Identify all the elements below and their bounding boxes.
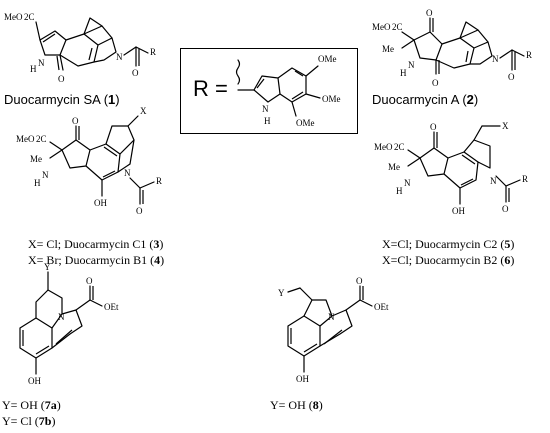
atom-o: O [86, 276, 93, 286]
atom-oet: OEt [374, 302, 389, 312]
substituent-ome-1: OMe [318, 54, 337, 64]
structure-duocarmycin-c2-b2: MeO 2C Me O N H X N R O OH [374, 121, 528, 216]
r-group-box [180, 48, 358, 134]
caption-7b: Y= Cl (7b) [2, 414, 56, 428]
atom-n: N [124, 168, 131, 178]
atom-n: N [492, 54, 499, 64]
structure-8: Y N O OEt OH [278, 276, 389, 384]
atom-n: N [404, 178, 411, 188]
atom-r: R [156, 176, 162, 186]
svg-text:2C: 2C [392, 22, 403, 32]
atom-oh: OH [28, 376, 41, 386]
atom-y: Y [44, 262, 51, 272]
structure-duocarmycin-sa: MeO 2C N H O N R O [4, 12, 156, 84]
atom-h: H [396, 186, 403, 196]
caption-8: Y= OH (8) [270, 398, 323, 412]
atom-meo2c: MeO [4, 12, 23, 22]
atom-n: N [58, 312, 65, 322]
rgroup-n: N [262, 104, 269, 114]
atom-n: N [328, 312, 335, 322]
r-group-label: R = [193, 76, 228, 101]
atom-me: Me [382, 44, 394, 54]
atom-n: N [116, 52, 123, 62]
atom-oh: OH [94, 198, 107, 208]
atom-o: O [508, 72, 515, 82]
caption-duocarmycin-b2: X=Cl; Duocarmycin B2 (6) [382, 253, 515, 267]
svg-text:2C: 2C [24, 12, 35, 22]
caption-duocarmycin-sa: Duocarmycin SA (1) [4, 92, 120, 107]
atom-o: O [432, 78, 439, 88]
substituent-ome-2: OMe [322, 94, 341, 104]
atom-h: H [34, 178, 41, 188]
atom-o: O [502, 204, 509, 214]
atom-oh: OH [296, 374, 309, 384]
atom-n: N [490, 176, 497, 186]
atom-meo2c: MeO [374, 142, 393, 152]
caption-7a: Y= OH (7a) [2, 398, 61, 412]
atom-o: O [426, 8, 433, 18]
caption-duocarmycin-c1: X= Cl; Duocarmycin C1 (3) [28, 237, 164, 251]
atom-meo2c: MeO [16, 134, 35, 144]
atom-o: O [132, 68, 139, 78]
atom-y: Y [278, 288, 285, 298]
caption-duocarmycin-c2: X=Cl; Duocarmycin C2 (5) [382, 237, 515, 251]
r-group-structure: OMe OMe OMe N H [235, 54, 341, 128]
atom-o: O [430, 122, 437, 132]
atom-r: R [522, 174, 528, 184]
atom-me: Me [30, 154, 42, 164]
substituent-ome-3: OMe [296, 118, 315, 128]
atom-r: R [526, 50, 532, 60]
atom-n: N [38, 58, 45, 68]
atom-x: X [140, 106, 147, 116]
atom-o: O [136, 206, 143, 216]
atom-me: Me [388, 162, 400, 172]
atom-oet: OEt [104, 302, 119, 312]
atom-o: O [72, 116, 79, 126]
structure-duocarmycin-c1-b1: MeO 2C Me O N H X N R O OH [16, 106, 162, 216]
atom-h: H [400, 68, 407, 78]
structure-7a-7b: Y N O OEt OH [19, 262, 119, 386]
atom-meo2c: MeO [372, 22, 391, 32]
caption-duocarmycin-b1: X= Br; Duocarmycin B1 (4) [28, 253, 165, 267]
atom-r: R [150, 47, 156, 57]
caption-duocarmycin-a: Duocarmycin A (2) [372, 92, 479, 107]
atom-h: H [30, 64, 37, 74]
atom-o: O [356, 276, 363, 286]
atom-o: O [58, 74, 65, 84]
atom-n: N [408, 60, 415, 70]
atom-x: X [502, 121, 509, 131]
svg-text:2C: 2C [394, 142, 405, 152]
atom-n: N [42, 170, 49, 180]
rgroup-h: H [264, 116, 271, 126]
atom-oh: OH [452, 206, 465, 216]
structure-duocarmycin-a: MeO 2C Me O N H O N R O [372, 8, 532, 88]
svg-text:2C: 2C [36, 134, 47, 144]
